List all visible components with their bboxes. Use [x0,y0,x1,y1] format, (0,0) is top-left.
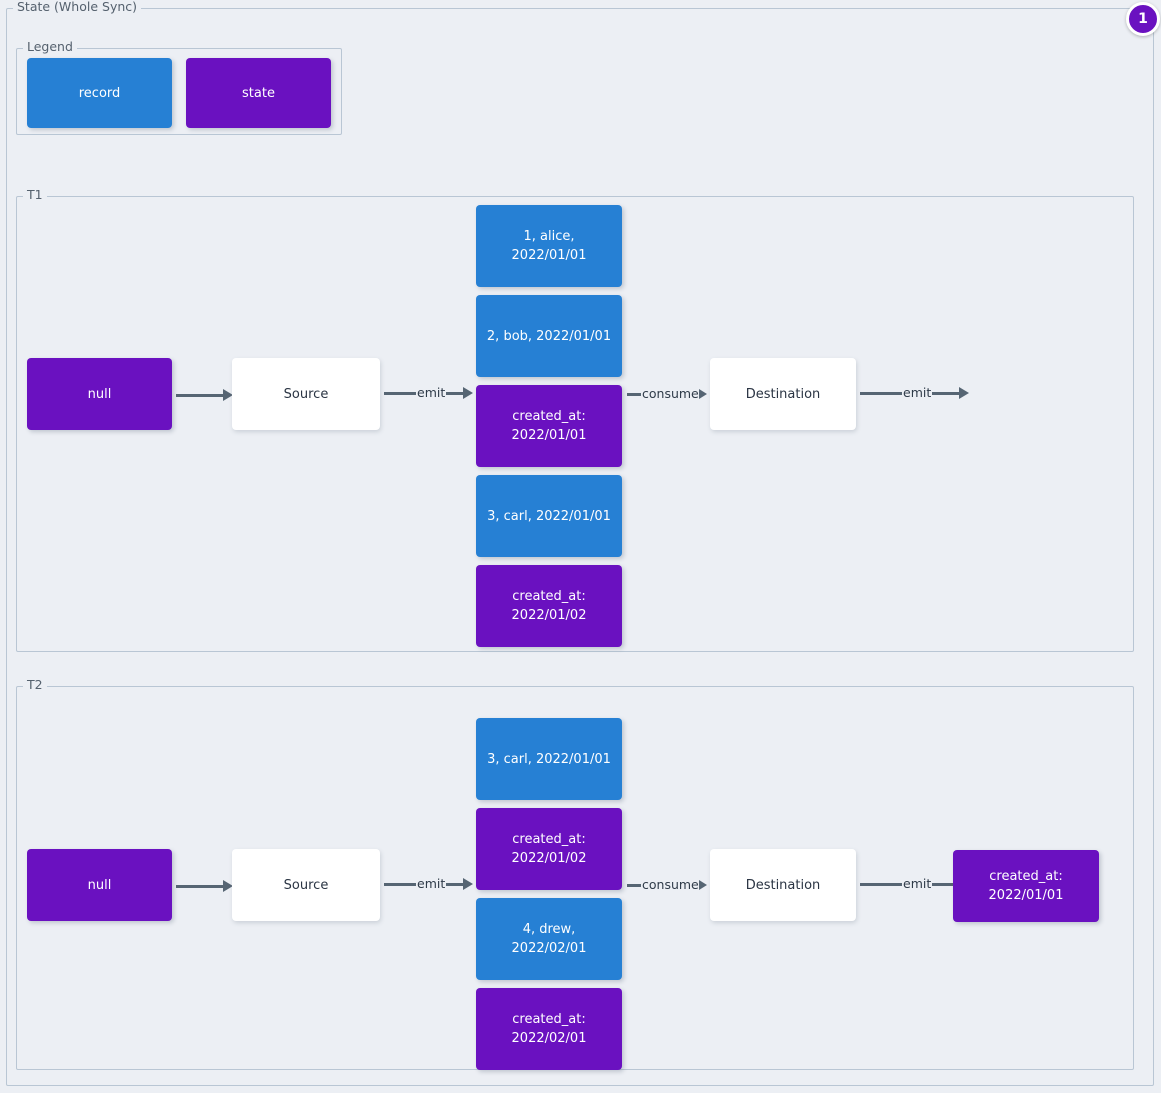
edge-line [627,392,641,396]
t1-initial-state-node: null [27,358,172,430]
arrow-head-icon [463,878,474,890]
arrow-head-icon [463,387,474,399]
row-container-t1: T1 null Source emit 1, alice, 2022/01/01… [16,188,1134,652]
page-title: State (Whole Sync) [13,0,142,14]
t1-edge-state-to-source [176,387,233,403]
t1-stream-node-0: 1, alice, 2022/01/01 [476,205,622,287]
edge-line [446,391,465,395]
t1-final-emit-label: emit [903,385,932,400]
edge-line [384,391,416,395]
t1-consume-label: consume [642,386,699,401]
t2-emit-label: emit [417,876,446,891]
arrow-head-icon [959,387,970,399]
arrow-head-icon [698,880,707,890]
t1-stream-node-4: created_at: 2022/01/02 [476,565,622,647]
legend-container: Legend record state [16,40,342,135]
t2-stream-node-1: created_at: 2022/01/02 [476,808,622,890]
t1-edge-final-emit: emit [860,385,970,401]
t2-stream-node-3: created_at: 2022/02/01 [476,988,622,1070]
t2-edge-emit: emit [384,876,474,892]
edge-line [627,883,641,887]
t1-edge-emit: emit [384,385,474,401]
t1-stream-node-3: 3, carl, 2022/01/01 [476,475,622,557]
arrow-head-icon [698,389,707,399]
arrow-head-icon [223,880,233,892]
t1-source-node: Source [232,358,380,430]
edge-line [932,882,961,886]
t2-source-node: Source [232,849,380,921]
t2-final-emit-label: emit [903,876,932,891]
t2-stream-node-2: 4, drew, 2022/02/01 [476,898,622,980]
edge-line [860,882,902,886]
edge-line [176,393,224,397]
t1-destination-node: Destination [710,358,856,430]
edge-line [860,391,902,395]
status-badge[interactable]: 1 [1126,2,1160,36]
row-label-t2: T2 [23,678,47,692]
t1-edge-consume: consume [627,386,707,402]
edge-line [446,882,465,886]
edge-line [932,391,961,395]
t2-stream-node-0: 3, carl, 2022/01/01 [476,718,622,800]
edge-line [176,884,224,888]
t2-initial-state-node: null [27,849,172,921]
edge-line [384,882,416,886]
t1-stream-node-1: 2, bob, 2022/01/01 [476,295,622,377]
legend-swatch-record: record [27,58,172,128]
t2-destination-node: Destination [710,849,856,921]
legend-label: Legend [23,40,77,54]
t2-final-state-node: created_at: 2022/01/01 [953,850,1099,922]
t2-edge-consume: consume [627,877,707,893]
row-label-t1: T1 [23,188,47,202]
legend-swatch-state: state [186,58,331,128]
t2-edge-state-to-source [176,878,233,894]
t2-consume-label: consume [642,877,699,892]
row-container-t2: T2 null Source emit 3, carl, 2022/01/01 … [16,678,1134,1070]
t1-emit-label: emit [417,385,446,400]
arrow-head-icon [223,389,233,401]
t1-stream-node-2: created_at: 2022/01/01 [476,385,622,467]
